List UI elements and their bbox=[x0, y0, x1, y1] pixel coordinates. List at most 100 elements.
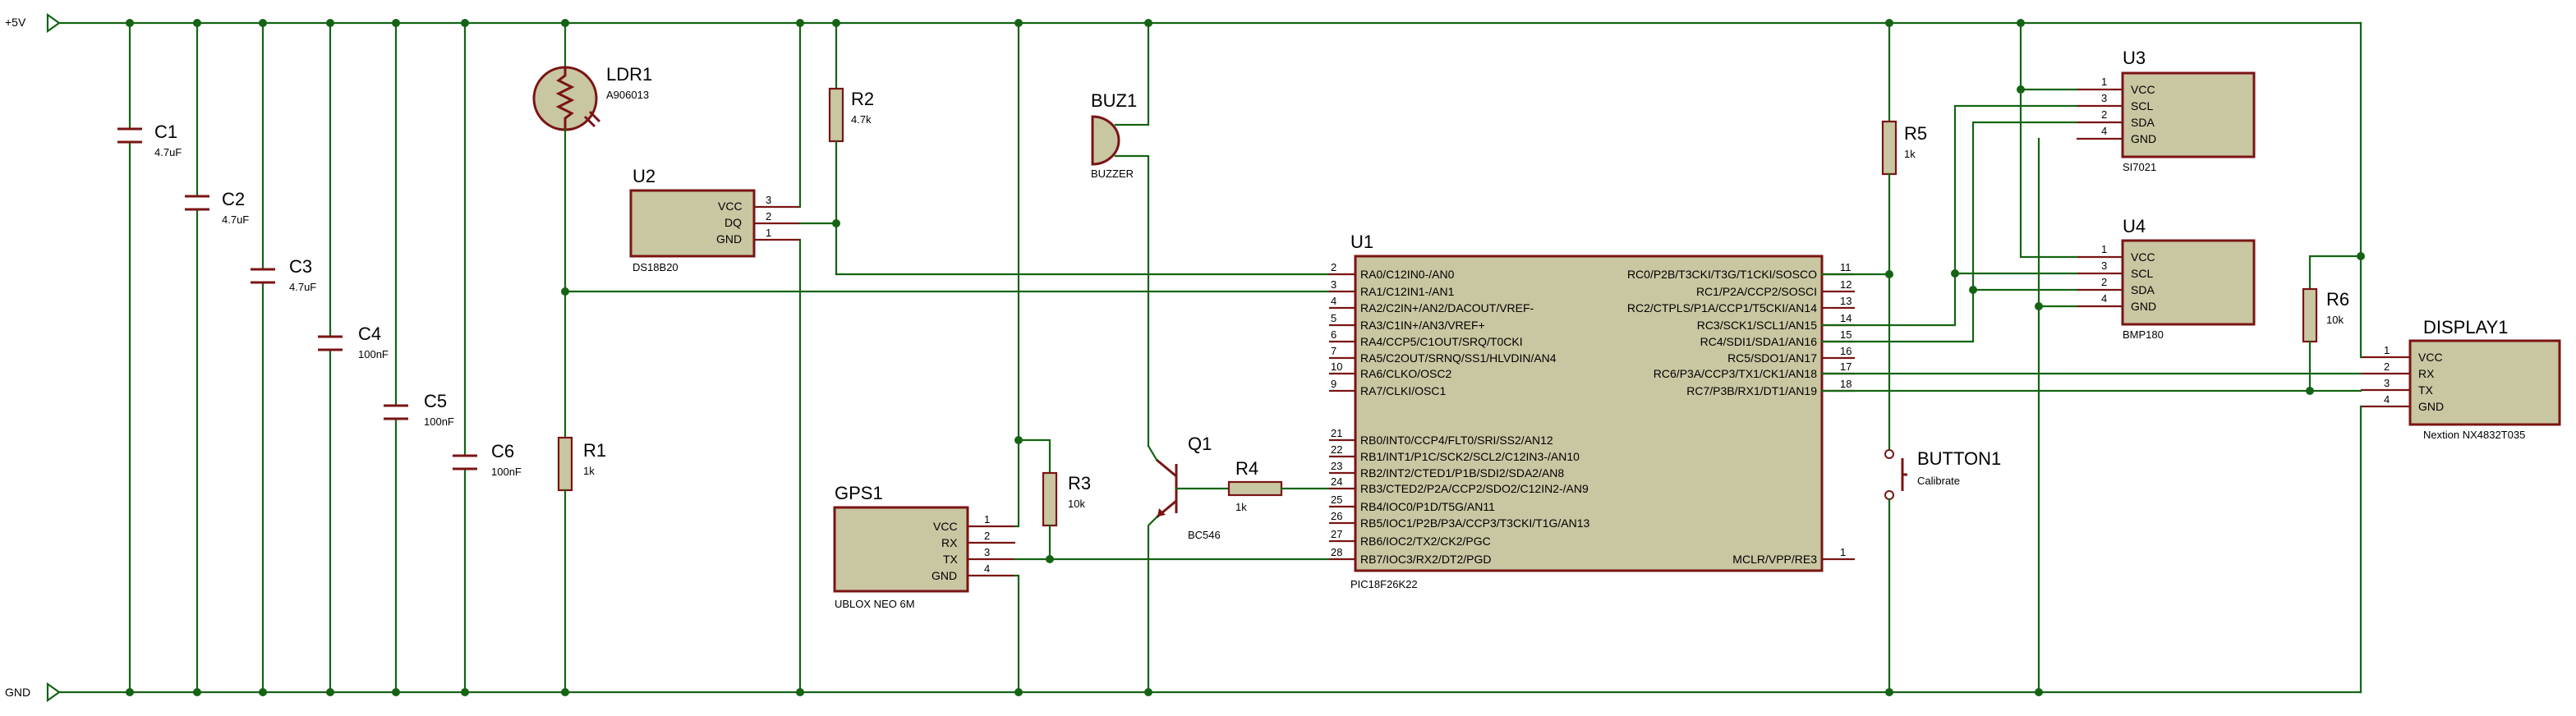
u3-num-scl: 3 bbox=[2101, 92, 2107, 104]
gps1-pin-tx: TX bbox=[943, 553, 959, 566]
c5-value: 100nF bbox=[424, 415, 454, 428]
u4-pin-scl: SCL bbox=[2131, 267, 2153, 280]
display1-num-2: 2 bbox=[2384, 360, 2390, 373]
ldr-ldr1: LDR1 A906013 bbox=[532, 21, 652, 439]
u1-pin-label: RC7/P3B/RX1/DT1/AN19 bbox=[1686, 384, 1817, 397]
u1-pin-number: 26 bbox=[1331, 510, 1342, 522]
c6-value: 100nF bbox=[491, 466, 522, 478]
u4-num-sda: 2 bbox=[2101, 276, 2107, 288]
c6-ref: C6 bbox=[491, 441, 514, 461]
button1-value: Calibrate bbox=[1917, 475, 1960, 487]
u1-pin-label: MCLR/VPP/RE3 bbox=[1732, 553, 1817, 566]
capacitor-c5: C5 100nF bbox=[384, 21, 454, 694]
display1-pin-tx: TX bbox=[2418, 383, 2434, 397]
gnd-rail: GND bbox=[5, 682, 2362, 703]
c2-value: 4.7uF bbox=[222, 213, 249, 226]
resistor-r4: R4 1k bbox=[1227, 458, 1331, 513]
c1-value: 4.7uF bbox=[154, 146, 182, 158]
r1-value: 1k bbox=[583, 465, 595, 477]
u2-value: DS18B20 bbox=[632, 261, 678, 273]
resistor-r3: R3 10k bbox=[1017, 438, 1091, 561]
u1-pin-label: RB5/IOC1/P2B/P3A/CCP3/T3CKI/T1G/AN13 bbox=[1360, 516, 1590, 530]
gps1-num-3: 3 bbox=[984, 546, 990, 558]
u1-pin-label: RA2/C2IN+/AN2/DACOUT/VREF- bbox=[1360, 301, 1534, 314]
gps1-ref: GPS1 bbox=[835, 483, 883, 503]
module-gps1: GPS1 UBLOX NEO 6M VCC RX TX GND 1 2 3 4 bbox=[833, 483, 1015, 610]
gps1-pin-rx: RX bbox=[941, 536, 958, 549]
u4-pin-gnd: GND bbox=[2131, 300, 2156, 313]
r4-ref: R4 bbox=[1235, 458, 1258, 479]
u1-pin-label: RB6/IOC2/TX2/CK2/PGC bbox=[1360, 535, 1491, 548]
u3-pin-gnd: GND bbox=[2131, 132, 2156, 145]
u1-pin-label: RA6/CLKO/OSC2 bbox=[1360, 367, 1451, 380]
u1-pin-number: 11 bbox=[1840, 261, 1852, 273]
u1-pin-label: RC4/SDI1/SDA1/AN16 bbox=[1700, 335, 1818, 348]
display1-num-4: 4 bbox=[2384, 393, 2390, 406]
u2-num-gnd: 1 bbox=[766, 227, 771, 239]
r1-ref: R1 bbox=[583, 440, 606, 461]
gps1-pin-gnd: GND bbox=[932, 569, 957, 582]
u1-pin-number: 3 bbox=[1331, 278, 1336, 291]
u4-num-scl: 3 bbox=[2101, 259, 2107, 272]
u1-pin-label: RC1/P2A/CCP2/SOSCI bbox=[1696, 285, 1817, 298]
c1-ref: C1 bbox=[154, 122, 177, 142]
u1-pin-number: 25 bbox=[1331, 493, 1342, 506]
capacitor-c6: C6 100nF bbox=[453, 21, 522, 694]
u1-pin-label: RC0/P2B/T3CKI/T3G/T1CKI/SOSCO bbox=[1627, 268, 1817, 281]
ldr1-value: A906013 bbox=[606, 89, 649, 101]
u3-pin-sda: SDA bbox=[2131, 116, 2155, 129]
gps1-num-4: 4 bbox=[984, 562, 990, 575]
resistor-r5: R5 1k bbox=[1881, 21, 1927, 452]
u1-pin-label: RA3/C1IN+/AN3/VREF+ bbox=[1360, 319, 1485, 332]
u2-pin-gnd: GND bbox=[716, 232, 742, 246]
c4-value: 100nF bbox=[358, 348, 389, 360]
u1-pin-number: 27 bbox=[1331, 528, 1342, 540]
c3-ref: C3 bbox=[289, 256, 312, 277]
vcc-rail: +5V bbox=[5, 12, 2362, 34]
r5-value: 1k bbox=[1904, 148, 1916, 160]
u2-num-vcc: 3 bbox=[766, 194, 771, 206]
u1-pin-label: RB4/IOC0/P1D/T5G/AN11 bbox=[1360, 500, 1495, 513]
c5-ref: C5 bbox=[424, 391, 447, 411]
r6-ref: R6 bbox=[2326, 289, 2349, 310]
u1-pin-label: RA0/C12IN0-/AN0 bbox=[1360, 268, 1455, 281]
c3-value: 4.7uF bbox=[289, 281, 316, 293]
u1-ref: U1 bbox=[1350, 232, 1373, 252]
u3-num-sda: 2 bbox=[2101, 108, 2107, 121]
u1-pin-label: RA7/CLKI/OSC1 bbox=[1360, 384, 1446, 397]
u2-num-dq: 2 bbox=[766, 210, 771, 223]
r6-value: 10k bbox=[2326, 314, 2344, 326]
u4-ref: U4 bbox=[2123, 216, 2146, 236]
u1-pin-label: RB0/INT0/CCP4/FLT0/SRI/SS2/AN12 bbox=[1360, 434, 1553, 447]
u1-pin-number: 15 bbox=[1840, 328, 1852, 341]
u3-value: SI7021 bbox=[2123, 161, 2156, 173]
u3-ref: U3 bbox=[2123, 48, 2146, 68]
c2-ref: C2 bbox=[222, 189, 245, 209]
u1-pin-number: 22 bbox=[1331, 443, 1342, 456]
display1-pin-rx: RX bbox=[2418, 367, 2435, 380]
gnd-rail-label: GND bbox=[5, 686, 30, 699]
display1-pin-vcc: VCC bbox=[2418, 351, 2443, 364]
capacitor-c4: C4 100nF bbox=[318, 21, 389, 694]
r3-value: 10k bbox=[1068, 498, 1085, 510]
u1-left-pins: 2RA0/C12IN0-/AN03RA1/C12IN1-/AN14RA2/C2I… bbox=[1329, 261, 1590, 566]
u1-pin-number: 5 bbox=[1331, 312, 1336, 324]
u3-num-gnd: 4 bbox=[2101, 125, 2107, 137]
u1-pin-label: RC2/CTPLS/P1A/CCP1/T5CKI/AN14 bbox=[1627, 301, 1817, 314]
gps1-pin-vcc: VCC bbox=[933, 520, 958, 533]
u1-pin-label: RC5/SDO1/AN17 bbox=[1727, 351, 1817, 365]
u1-pin-label: RA1/C12IN1-/AN1 bbox=[1360, 285, 1455, 298]
q1-value: BC546 bbox=[1188, 529, 1221, 541]
resistor-r6: R6 10k bbox=[2302, 255, 2362, 392]
u1-pin-number: 17 bbox=[1840, 360, 1852, 373]
